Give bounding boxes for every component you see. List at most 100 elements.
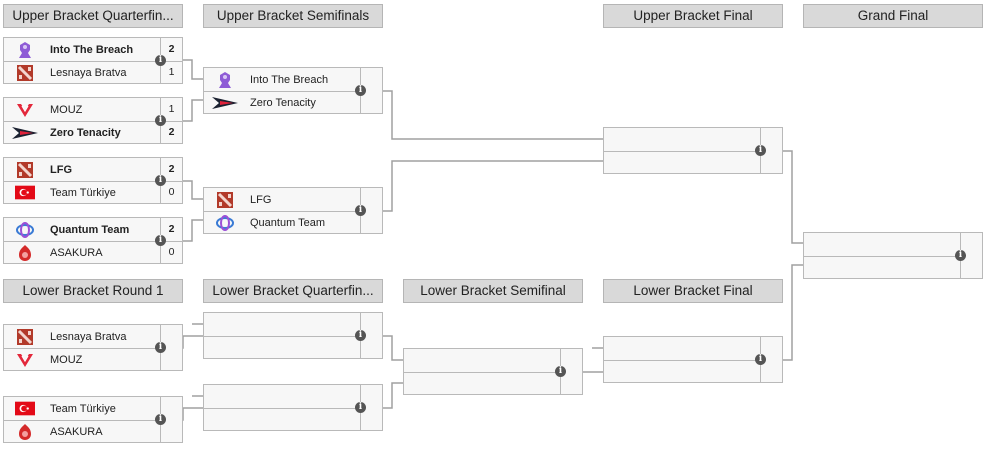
team-score: 1: [160, 61, 182, 84]
team-name: Team Türkiye: [50, 186, 116, 199]
team-name: Into The Breach: [50, 43, 134, 56]
header-upper-bracket-quarterfinals: Upper Bracket Quarterfin...: [3, 4, 183, 28]
match-info-icon[interactable]: i: [155, 235, 166, 246]
match-info-icon[interactable]: i: [155, 55, 166, 66]
team-score: 2: [160, 218, 182, 241]
match-slot-empty[interactable]: [604, 151, 761, 174]
match-slot[interactable]: LFG: [204, 188, 361, 212]
team-name: LFG: [50, 163, 72, 176]
match-slot-empty[interactable]: [804, 256, 961, 279]
team-name: Quantum Team: [250, 216, 326, 229]
into-the-breach-logo: [15, 41, 35, 59]
match-slot-empty[interactable]: [804, 233, 961, 257]
match-info-icon[interactable]: i: [755, 145, 766, 156]
team-name: MOUZ: [50, 103, 83, 116]
match-info-icon[interactable]: i: [355, 330, 366, 341]
turkey-flag: [15, 184, 35, 202]
match-info-icon[interactable]: i: [355, 205, 366, 216]
match-ubqf-3[interactable]: LFG 2 Team Türkiye 0: [3, 157, 183, 204]
team-score: 2: [160, 121, 182, 144]
turkey-flag: [15, 400, 35, 418]
zero-tenacity-logo: [211, 94, 239, 112]
match-slot[interactable]: ASAKURA 0: [4, 241, 182, 264]
match-slot[interactable]: Into The Breach: [204, 68, 361, 92]
header-lower-bracket-round-1: Lower Bracket Round 1: [3, 279, 183, 303]
match-info-icon[interactable]: i: [755, 354, 766, 365]
match-ubqf-4[interactable]: Quantum Team 2 ASAKURA 0: [3, 217, 183, 264]
team-score: 2: [160, 38, 182, 61]
team-score: 2: [160, 158, 182, 181]
match-lbqf-2[interactable]: [203, 384, 383, 431]
match-lbr1-2[interactable]: Team Türkiye ASAKURA: [3, 396, 183, 443]
match-slot[interactable]: Into The Breach 2: [4, 38, 182, 62]
match-slot-empty[interactable]: [204, 336, 361, 359]
match-ubqf-2[interactable]: MOUZ 1 Zero Tenacity 2: [3, 97, 183, 144]
into-the-breach-logo: [215, 71, 235, 89]
header-lower-bracket-quarterfinals: Lower Bracket Quarterfin...: [203, 279, 383, 303]
match-ubqf-1[interactable]: Into The Breach 2 Lesnaya Bratva 1: [3, 37, 183, 84]
match-slot[interactable]: Team Türkiye 0: [4, 181, 182, 204]
quantum-team-logo: [15, 221, 35, 239]
match-info-icon[interactable]: i: [155, 342, 166, 353]
match-slot-empty[interactable]: [204, 385, 361, 409]
match-lower-final[interactable]: [603, 336, 783, 383]
mouz-logo: [15, 101, 35, 119]
match-slot[interactable]: Quantum Team 2: [4, 218, 182, 242]
team-name: Zero Tenacity: [50, 126, 121, 139]
match-slot-empty[interactable]: [404, 349, 561, 373]
header-lower-bracket-semifinal: Lower Bracket Semifinal: [403, 279, 583, 303]
match-slot[interactable]: Zero Tenacity: [204, 91, 361, 114]
match-slot-empty[interactable]: [604, 337, 761, 361]
header-upper-bracket-semifinals: Upper Bracket Semifinals: [203, 4, 383, 28]
team-name: Lesnaya Bratva: [50, 66, 127, 79]
zero-tenacity-logo: [11, 124, 39, 142]
match-info-icon[interactable]: i: [355, 402, 366, 413]
match-slot[interactable]: LFG 2: [4, 158, 182, 182]
match-slot-empty[interactable]: [404, 372, 561, 395]
team-score: 0: [160, 181, 182, 204]
match-slot[interactable]: MOUZ: [4, 348, 161, 371]
match-upper-final[interactable]: [603, 127, 783, 174]
match-slot[interactable]: Team Türkiye: [4, 397, 161, 421]
match-slot-empty[interactable]: [204, 408, 361, 431]
match-grand-final[interactable]: [803, 232, 983, 279]
match-slot[interactable]: Zero Tenacity 2: [4, 121, 182, 144]
mouz-logo: [15, 351, 35, 369]
team-name: Lesnaya Bratva: [50, 330, 127, 343]
asakura-logo: [15, 423, 35, 441]
team-name: Into The Breach: [250, 73, 329, 86]
dota-logo: [15, 161, 35, 179]
match-ubsf-1[interactable]: Into The Breach Zero Tenacity: [203, 67, 383, 114]
match-info-icon[interactable]: i: [155, 175, 166, 186]
quantum-team-logo: [215, 214, 235, 232]
match-slot[interactable]: Lesnaya Bratva 1: [4, 61, 182, 84]
dota-logo: [215, 191, 235, 209]
match-lower-semifinal[interactable]: [403, 348, 583, 395]
match-slot-empty[interactable]: [204, 313, 361, 337]
team-name: LFG: [250, 193, 272, 206]
match-info-icon[interactable]: i: [355, 85, 366, 96]
match-lbqf-1[interactable]: [203, 312, 383, 359]
match-ubsf-2[interactable]: LFG Quantum Team: [203, 187, 383, 234]
match-info-icon[interactable]: i: [555, 366, 566, 377]
match-slot[interactable]: Quantum Team: [204, 211, 361, 234]
match-slot[interactable]: ASAKURA: [4, 420, 161, 443]
match-slot-empty[interactable]: [604, 360, 761, 383]
match-slot[interactable]: MOUZ 1: [4, 98, 182, 122]
header-upper-bracket-final: Upper Bracket Final: [603, 4, 783, 28]
match-lbr1-1[interactable]: Lesnaya Bratva MOUZ: [3, 324, 183, 371]
header-lower-bracket-final: Lower Bracket Final: [603, 279, 783, 303]
dota-logo: [15, 64, 35, 82]
match-info-icon[interactable]: i: [155, 115, 166, 126]
team-name: Zero Tenacity: [250, 96, 316, 109]
header-grand-final: Grand Final: [803, 4, 983, 28]
dota-logo: [15, 328, 35, 346]
team-name: Quantum Team: [50, 223, 130, 236]
match-info-icon[interactable]: i: [955, 250, 966, 261]
match-slot-empty[interactable]: [604, 128, 761, 152]
team-score: 1: [160, 98, 182, 121]
asakura-logo: [15, 244, 35, 262]
team-score: 0: [160, 241, 182, 264]
match-slot[interactable]: Lesnaya Bratva: [4, 325, 161, 349]
match-info-icon[interactable]: i: [155, 414, 166, 425]
